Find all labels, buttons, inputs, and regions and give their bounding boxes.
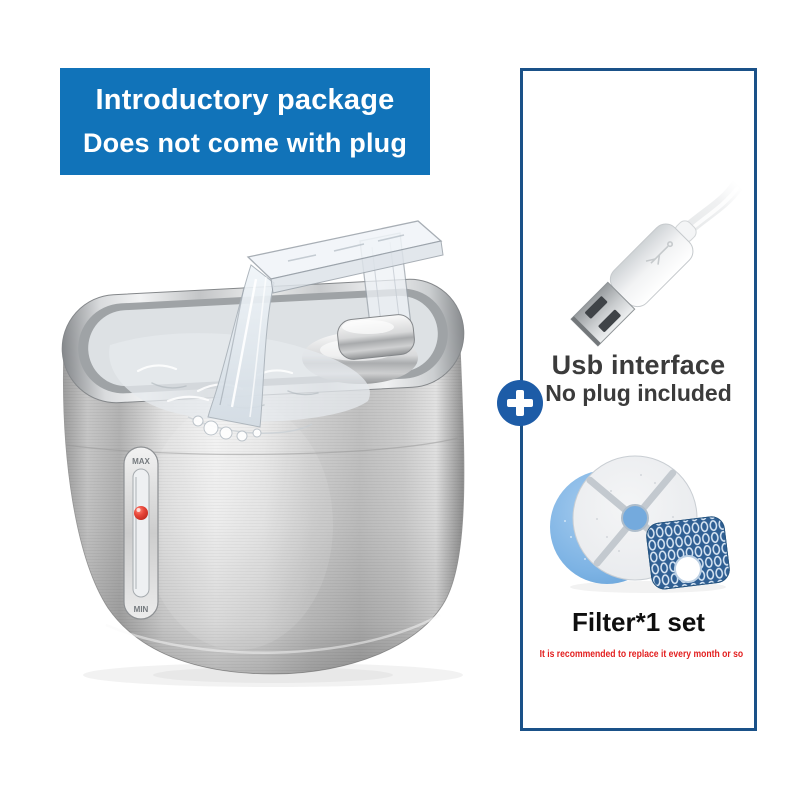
filter-note: It is recommended to replace it every mo… bbox=[539, 649, 744, 660]
banner-line2: Does not come with plug bbox=[82, 128, 408, 158]
filter-title: Filter*1 set bbox=[572, 607, 705, 637]
usb-connector bbox=[570, 178, 744, 347]
usb-cable-illustration bbox=[570, 178, 744, 347]
red-float bbox=[134, 506, 148, 520]
plus-icon bbox=[497, 380, 543, 426]
filter-disc-hole bbox=[621, 504, 649, 532]
min-label: MIN bbox=[134, 605, 149, 614]
usb-title: Usb interface bbox=[551, 350, 726, 380]
honeycomb-pad-hole bbox=[673, 555, 702, 584]
fountain-tank bbox=[63, 342, 465, 675]
filter-illustration bbox=[550, 455, 730, 593]
fountain-illustration: MAX MIN bbox=[48, 195, 478, 695]
floor-shadow bbox=[83, 663, 463, 687]
water-level-indicator: MAX MIN bbox=[123, 446, 159, 620]
filter-honeycomb-pad bbox=[646, 516, 730, 590]
usb-subtitle: No plug included bbox=[545, 380, 732, 406]
water-stream bbox=[187, 264, 313, 442]
fountain-svg: MAX MIN bbox=[61, 220, 465, 687]
max-label: MAX bbox=[132, 457, 150, 466]
headline-banner: Introductory package Does not come with … bbox=[60, 68, 430, 175]
usb-trident-icon bbox=[645, 241, 674, 265]
package-panel: Usb interface No plug included bbox=[520, 68, 757, 731]
banner-line1: Introductory package bbox=[95, 84, 395, 116]
faucet bbox=[246, 220, 444, 360]
